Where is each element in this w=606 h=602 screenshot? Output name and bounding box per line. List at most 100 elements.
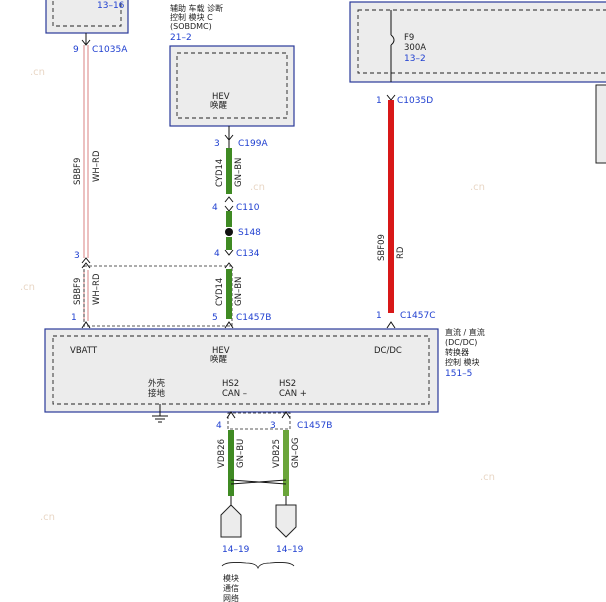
dcdc-vbatt-label: VBATT bbox=[70, 346, 98, 356]
top-left-module-box bbox=[45, 0, 129, 34]
sbf09-connector: C1457C bbox=[400, 311, 435, 321]
wire-circuit: CYD14 bbox=[215, 278, 225, 306]
sbf09-pin: 1 bbox=[376, 311, 382, 321]
wire-circuit: SBBF9 bbox=[73, 158, 83, 185]
top-left-module-inner bbox=[52, 0, 122, 27]
wire-sbbf9: SBBF9 WH–RD bbox=[73, 33, 102, 264]
splice-dot bbox=[225, 228, 233, 236]
connector-housing-can bbox=[227, 412, 291, 430]
wire-circuit: VDB26 bbox=[217, 439, 227, 468]
comm-label-line: 网络 bbox=[223, 593, 239, 602]
arrow-up-icon bbox=[81, 257, 91, 264]
arrow-up-icon bbox=[224, 196, 234, 203]
watermark: .cn bbox=[30, 67, 45, 78]
top-left-pin: 9 bbox=[73, 45, 79, 55]
wire-color: WH–RD bbox=[92, 273, 102, 305]
watermark: .cn bbox=[470, 182, 485, 193]
dcdc-can-minus-label: CAN – bbox=[222, 389, 247, 399]
wire-circuit: CYD14 bbox=[215, 159, 225, 187]
connector-pointer-icon bbox=[220, 504, 242, 538]
dcdc-title-line: 控制 模块 bbox=[445, 357, 480, 367]
connector-housing-c1457b bbox=[83, 265, 233, 327]
watermark-layer: .cn .cn .cn .cn .cn .cn bbox=[20, 67, 495, 523]
c110-pin: 4 bbox=[212, 203, 218, 213]
wire-line bbox=[226, 269, 232, 319]
dcdc-dcdc-label: DC/DC bbox=[374, 346, 402, 356]
dcdc-can-plus-label: HS2 bbox=[279, 379, 296, 389]
wire-sbf09: SBF09 RD bbox=[377, 94, 406, 329]
c134-pin: 4 bbox=[214, 249, 220, 259]
sobdmc-title: 辅助 车载 诊断 控制 模块 C (SOBDMC) 21–2 bbox=[170, 3, 223, 43]
vdb25-ref[interactable]: 14–19 bbox=[276, 545, 304, 555]
dcdc-ground-label: 外壳 bbox=[148, 378, 166, 389]
sobdmc-ref[interactable]: 21–2 bbox=[170, 33, 192, 43]
watermark: .cn bbox=[40, 512, 55, 523]
wire-cyd14-lower: CYD14 GN–BN bbox=[215, 262, 244, 329]
dcdc-title-line: 直流 / 直流 bbox=[445, 327, 485, 337]
arrow-down-icon bbox=[224, 205, 234, 212]
arrow-down-icon bbox=[224, 126, 234, 148]
watermark: .cn bbox=[250, 182, 265, 193]
wire-line bbox=[226, 237, 232, 250]
dcdc-ref[interactable]: 151–5 bbox=[445, 369, 472, 379]
c110-connector: C110 bbox=[236, 203, 260, 213]
vdb26-ref[interactable]: 14–19 bbox=[222, 545, 250, 555]
arrow-up-icon bbox=[81, 262, 91, 269]
arrow-up-icon bbox=[224, 262, 234, 269]
sobdmc-module: HEV 唤醒 bbox=[169, 45, 295, 127]
wire-circuit: SBF09 bbox=[377, 234, 387, 261]
dcdc-title: 直流 / 直流 (DC/DC) 转换器 控制 模块 151–5 bbox=[445, 327, 485, 379]
sobdmc-title-line: 控制 模块 C bbox=[170, 12, 213, 22]
fuse-name: F9 bbox=[404, 33, 414, 43]
comm-label-line: 通信 bbox=[223, 583, 239, 593]
fuse-box: F9 300A 13–2 bbox=[349, 1, 606, 83]
wire-circuit: VDB25 bbox=[272, 439, 282, 468]
sobdmc-pin: 3 bbox=[214, 139, 220, 149]
fuse-connector: C1035D bbox=[397, 96, 433, 106]
dcdc-title-line: 转换器 bbox=[445, 347, 469, 357]
wire-color: WH–RD bbox=[92, 150, 102, 182]
dcdc-ground-label: 接地 bbox=[148, 388, 166, 399]
dcdc-title-line: (DC/DC) bbox=[445, 338, 477, 347]
splice-name: S148 bbox=[238, 228, 261, 238]
ground-icon bbox=[152, 404, 168, 423]
fuse-rating: 300A bbox=[404, 43, 426, 53]
sobdmc-wake-label: 唤醒 bbox=[210, 100, 228, 111]
can-pin-right: 3 bbox=[270, 421, 276, 431]
sobdmc-title-line: (SOBDMC) bbox=[170, 22, 212, 31]
sobdmc-title-line: 辅助 车载 诊断 bbox=[170, 3, 223, 13]
sobdmc-inner bbox=[176, 52, 288, 119]
arrow-up-icon bbox=[386, 321, 396, 329]
top-left-connector: C1035A bbox=[92, 45, 128, 55]
cyd14-lower-connector: C1457B bbox=[236, 313, 271, 323]
can-connector: C1457B bbox=[297, 421, 332, 431]
top-left-module-ref[interactable]: 13–16 bbox=[97, 1, 125, 11]
wire-line bbox=[283, 430, 289, 496]
dcdc-inner bbox=[52, 335, 430, 405]
right-module-partial bbox=[595, 84, 606, 164]
arrow-up-icon bbox=[224, 321, 234, 329]
top-left-module[interactable]: 13–16 bbox=[45, 0, 129, 34]
arrow-down-icon bbox=[224, 249, 234, 256]
dcdc-wake-label: 唤醒 bbox=[210, 354, 228, 365]
wire-vdb25: VDB25 GN–OG bbox=[272, 411, 301, 538]
wire-color: GN–BN bbox=[234, 277, 244, 306]
wire-color: RD bbox=[396, 246, 406, 259]
wire-line bbox=[388, 100, 394, 313]
fuse-icon bbox=[390, 10, 395, 82]
fuse-box-inner bbox=[357, 9, 606, 74]
arrow-up-icon bbox=[226, 411, 236, 419]
dcdc-hev-label: HEV bbox=[212, 346, 230, 356]
c134-connector: C134 bbox=[236, 249, 260, 259]
comm-label-line: 模块 bbox=[223, 573, 239, 583]
wire-line bbox=[228, 430, 234, 496]
wire-sbbf9-lower: SBBF9 WH–RD bbox=[73, 262, 102, 329]
fuse-ref[interactable]: 13–2 bbox=[404, 54, 426, 64]
dcdc-box bbox=[44, 328, 439, 413]
wire-circuit: SBBF9 bbox=[73, 278, 83, 305]
brace-icon bbox=[221, 562, 295, 570]
can-pin-left: 4 bbox=[216, 421, 222, 431]
wire-color: GN–BN bbox=[234, 158, 244, 187]
sobdmc-hev-label: HEV bbox=[212, 92, 230, 102]
